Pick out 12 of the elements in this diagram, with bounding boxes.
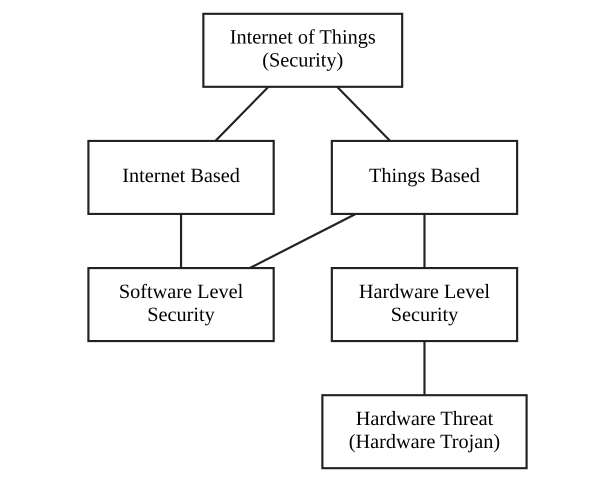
connector xyxy=(214,86,269,142)
connector xyxy=(249,213,356,269)
node-box: Hardware Threat (Hardware Trojan) xyxy=(321,394,528,470)
node-box: Internet of Things (Security) xyxy=(202,12,404,88)
node-box: Hardware Level Security xyxy=(330,266,518,342)
node-box: Internet Based xyxy=(87,140,275,216)
node-box: Software Level Security xyxy=(87,266,275,342)
connector xyxy=(180,214,182,268)
connector xyxy=(336,86,391,142)
connector xyxy=(423,214,426,268)
connector xyxy=(423,341,426,395)
node-box: Things Based xyxy=(330,140,518,216)
